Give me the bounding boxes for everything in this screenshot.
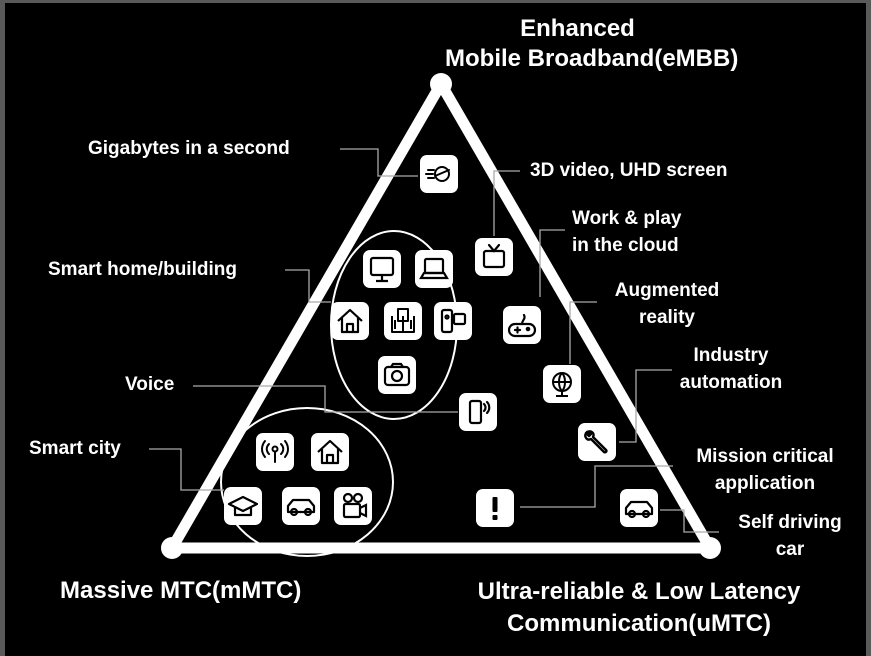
- home-icon: [331, 302, 369, 340]
- label-video: 3D video, UHD screen: [530, 160, 728, 181]
- label-industry-line1: Industry: [693, 345, 769, 366]
- label-work-play-line2: in the cloud: [572, 235, 679, 256]
- car-icon: [282, 487, 320, 525]
- label-smart-city: Smart city: [29, 438, 121, 459]
- leader-smart-home: [285, 269, 331, 303]
- gamepad-icon: [503, 306, 541, 344]
- monitor-icon: [363, 250, 401, 288]
- label-work-play-line1: Work & play: [572, 208, 682, 229]
- leader-video: [493, 170, 520, 236]
- label-industry-line2: automation: [679, 372, 783, 393]
- movie-camera-icon: [334, 487, 372, 525]
- label-industry: Industry automation: [660, 342, 802, 396]
- leader-smart-city: [149, 448, 224, 491]
- umtc-title-line1: Ultra-reliable & Low Latency: [477, 578, 801, 605]
- phone-icon: [459, 393, 497, 431]
- label-self-driving: Self driving car: [722, 509, 858, 563]
- leader-work-play: [539, 229, 565, 297]
- mmtc-title: Massive MTC(mMTC): [60, 577, 302, 604]
- embb-title: Enhanced Mobile Broadband(eMBB): [445, 14, 739, 74]
- label-self-driving-line2: car: [775, 539, 805, 560]
- label-ar-line2: reality: [639, 307, 695, 328]
- label-self-driving-line1: Self driving: [738, 512, 842, 533]
- label-mission-line2: application: [714, 473, 816, 494]
- smart-city-group: [220, 407, 394, 557]
- label-ar-line1: Augmented: [614, 280, 720, 301]
- alert-icon: [476, 489, 514, 527]
- umtc-title-line2: Communication(uMTC): [507, 610, 771, 637]
- rocket-icon: [420, 155, 458, 193]
- city-home-icon: [311, 433, 349, 471]
- camera-icon: [378, 356, 416, 394]
- label-gigabytes: Gigabytes in a second: [88, 138, 290, 159]
- label-mission-line1: Mission critical: [696, 446, 834, 467]
- leader-self-driving: [660, 509, 719, 533]
- label-voice: Voice: [125, 374, 175, 395]
- leader-gigabytes: [340, 148, 418, 177]
- label-smart-home: Smart home/building: [48, 259, 237, 280]
- self-driving-car-icon: [620, 489, 658, 527]
- leader-voice: [193, 385, 458, 413]
- umtc-title: Ultra-reliable & Low Latency Communicati…: [448, 576, 830, 640]
- label-work-play: Work & play in the cloud: [572, 205, 681, 259]
- label-ar: Augmented reality: [598, 277, 736, 331]
- antenna-icon: [256, 433, 294, 471]
- globe-icon: [543, 365, 581, 403]
- leader-ar: [569, 301, 597, 364]
- book-icon: [384, 302, 422, 340]
- vertex-bottom-left: [161, 537, 183, 559]
- laptop-icon: [415, 250, 453, 288]
- embb-title-line2: Mobile Broadband(eMBB): [445, 45, 739, 72]
- wrench-icon: [578, 423, 616, 461]
- embb-title-line1: Enhanced: [520, 15, 635, 42]
- vertex-bottom-right: [699, 537, 721, 559]
- school-icon: [224, 487, 262, 525]
- vertex-top: [430, 73, 452, 95]
- tv-icon: [475, 238, 513, 276]
- label-mission: Mission critical application: [680, 443, 850, 497]
- usage-triangle: [166, 78, 716, 554]
- leader-industry: [619, 369, 672, 443]
- camcorder-icon: [434, 302, 472, 340]
- leader-mission: [520, 465, 673, 508]
